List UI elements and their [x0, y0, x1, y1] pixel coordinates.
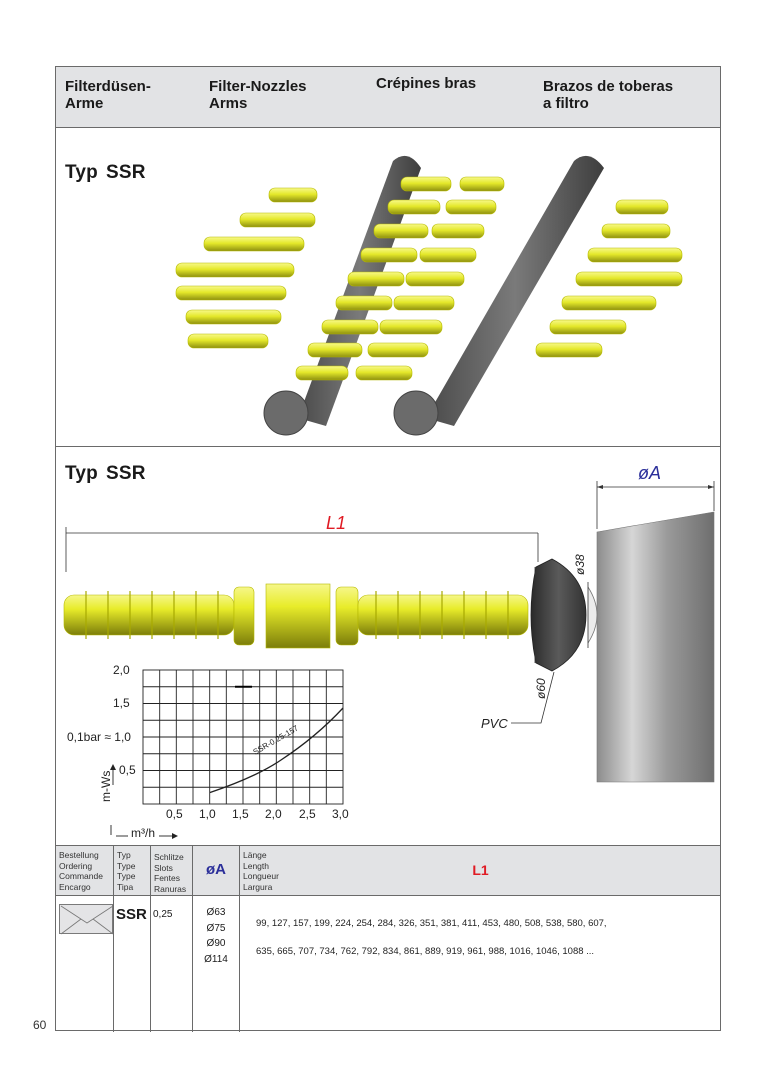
nozzle-arms-left-pipe [175, 187, 318, 349]
pvc-cap [530, 558, 587, 672]
dimension-outer-diameter: ø60 [534, 678, 548, 699]
chart-curve-ssr [209, 707, 344, 794]
nozzle-ribs [85, 591, 509, 639]
th-slots: Schlitze Slots Fentes Ranuras [154, 852, 187, 894]
nozzle-body [63, 583, 529, 649]
manifold-pipes [263, 155, 604, 436]
th-ordering: Bestellung Ordering Commande Encargo [59, 850, 103, 892]
th-type: Typ Type Type Tipa [117, 850, 136, 892]
cell-type: SSR [116, 906, 147, 923]
dimension-L1: L1 [326, 513, 346, 533]
pressure-flow-chart-grid [142, 669, 344, 805]
header-title-es: Brazos de toberas a filtro [543, 78, 674, 112]
material-label: PVC [481, 716, 508, 731]
th-diameter: øA [206, 861, 226, 878]
page-number: 60 [33, 1018, 47, 1032]
th-length-labels: Länge Length Longueur Largura [243, 850, 279, 892]
header-title-fr: Crépines bras [376, 75, 477, 92]
nozzle-arms-left-pipe-front [295, 176, 452, 381]
table-header-row: Bestellung Ordering Commande Encargo Typ… [56, 846, 720, 896]
column-divider [192, 846, 193, 1032]
dimension-pipe-diameter: øA [638, 463, 661, 483]
cell-slots: 0,25 [153, 909, 173, 920]
nozzle-arms-right-pipe-left [355, 176, 505, 381]
nozzle-arms-right-pipe-front [535, 199, 683, 358]
manifold-illustration [175, 155, 683, 436]
catalog-page-frame: Filterdüsen- Arme Filter-Nozzles Arms Cr… [55, 66, 721, 1032]
header-title-en: Filter-Nozzles Arms [209, 78, 307, 112]
th-length-l1: L1 [472, 862, 489, 878]
page-header: Filterdüsen- Arme Filter-Nozzles Arms Cr… [56, 67, 720, 128]
column-divider [113, 846, 114, 1032]
cell-lengths: 99, 127, 157, 199, 224, 254, 284, 326, 3… [256, 918, 607, 957]
column-divider [150, 846, 151, 1032]
cell-diameters: Ø63 Ø75 Ø90 Ø114 [204, 907, 228, 965]
envelope-icon[interactable] [59, 904, 114, 935]
nozzle-dimension-drawing: L1 øA ø38 ø60 PVC [63, 463, 715, 839]
ordering-table: Bestellung Ordering Commande Encargo Typ… [56, 846, 720, 1032]
column-divider [239, 846, 240, 1032]
dimension-inner-diameter: ø38 [573, 554, 587, 575]
header-title-de: Filterdüsen- Arme [65, 78, 151, 112]
